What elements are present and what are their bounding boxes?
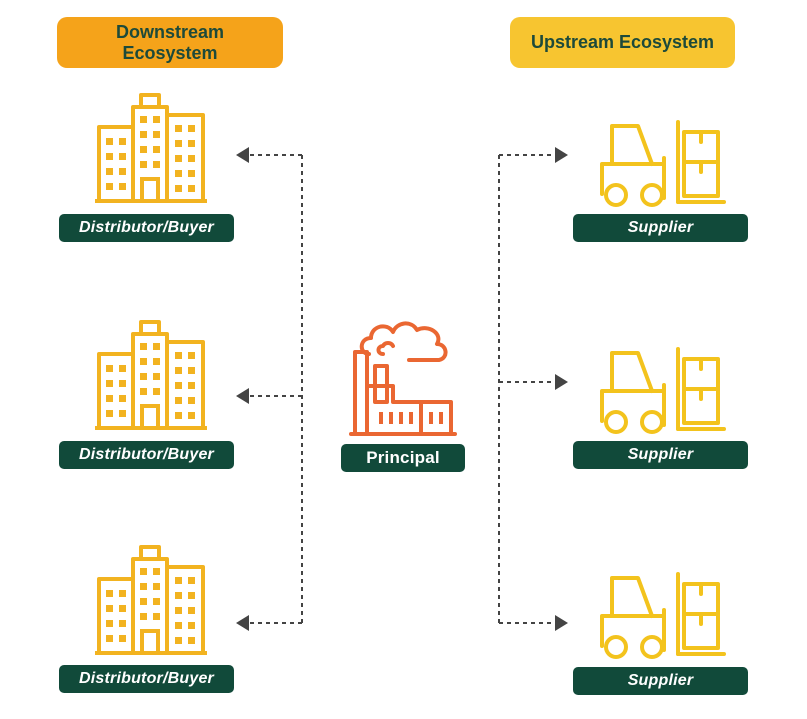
supplier-label: Supplier <box>573 214 748 242</box>
arrowhead-right-1 <box>555 147 568 163</box>
distributor-buyer-label: Distributor/Buyer <box>59 665 234 693</box>
office-building-icon <box>95 320 210 432</box>
distributor-buyer-label: Distributor/Buyer <box>59 441 234 469</box>
arrowhead-left-2 <box>236 388 249 404</box>
upstream-header: Upstream Ecosystem <box>510 17 735 68</box>
office-building-icon <box>95 93 210 205</box>
arrowhead-right-2 <box>555 374 568 390</box>
distributor-buyer-label: Distributor/Buyer <box>59 214 234 242</box>
office-building-icon <box>95 545 210 657</box>
arrowhead-left-3 <box>236 615 249 631</box>
forklift-icon <box>596 118 726 210</box>
supplier-label: Supplier <box>573 441 748 469</box>
factory-icon <box>347 308 459 438</box>
forklift-icon <box>596 570 726 662</box>
principal-label: Principal <box>341 444 465 472</box>
distributor-buyer-label-text: Distributor/Buyer <box>79 446 214 463</box>
supplier-label: Supplier <box>573 667 748 695</box>
forklift-icon <box>596 345 726 437</box>
distributor-buyer-label-text: Distributor/Buyer <box>79 219 214 236</box>
supplier-label-text: Supplier <box>627 446 694 463</box>
downstream-header: Downstream Ecosystem <box>57 17 283 68</box>
principal-label-text: Principal <box>366 448 440 467</box>
downstream-header-text: Downstream Ecosystem <box>115 21 225 63</box>
supplier-label-text: Supplier <box>627 672 694 689</box>
arrowhead-left-1 <box>236 147 249 163</box>
upstream-header-text: Upstream Ecosystem <box>530 32 715 52</box>
distributor-buyer-label-text: Distributor/Buyer <box>79 670 214 687</box>
supplier-label-text: Supplier <box>627 219 694 236</box>
arrowhead-right-3 <box>555 615 568 631</box>
